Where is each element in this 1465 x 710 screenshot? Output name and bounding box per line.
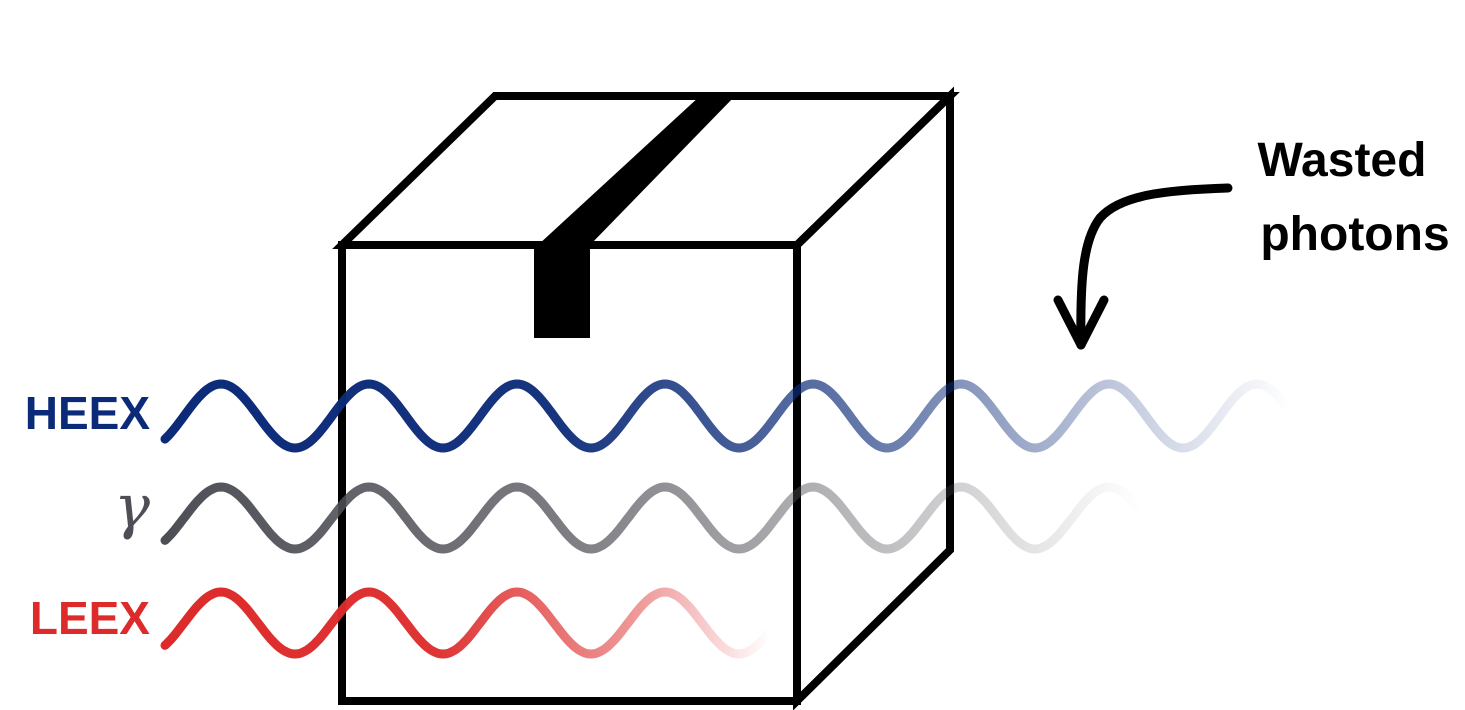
tape-icon (534, 96, 735, 338)
box-icon (332, 86, 960, 710)
wasted-photons-label-line1: Wasted (1258, 134, 1427, 187)
box-side-face (793, 86, 954, 710)
curved-arrow-icon (1053, 183, 1233, 350)
leex-label: LEEX (30, 592, 150, 644)
wasted-photons-label-line2: photons (1260, 208, 1449, 261)
heex-wave (160, 379, 1294, 453)
gamma-label: γ (114, 472, 150, 542)
heex-label: HEEX (25, 387, 151, 439)
leex-wave (160, 587, 774, 659)
gamma-wave (160, 482, 1144, 554)
